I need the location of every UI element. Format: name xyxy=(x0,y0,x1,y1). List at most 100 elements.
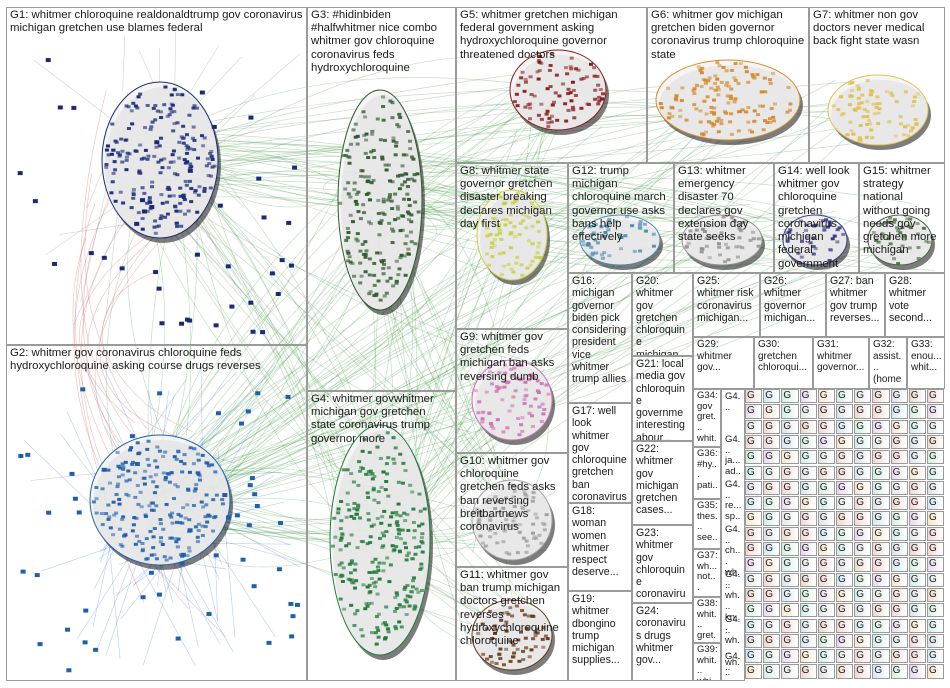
node xyxy=(100,523,105,527)
node xyxy=(381,95,386,99)
node xyxy=(738,223,743,227)
node xyxy=(352,188,357,192)
edge-green xyxy=(408,252,702,523)
node xyxy=(367,450,372,454)
node xyxy=(412,607,417,611)
node xyxy=(394,536,399,540)
node xyxy=(547,68,552,72)
node xyxy=(804,223,809,227)
micro-group-cell: G xyxy=(854,450,872,465)
node xyxy=(353,612,358,616)
node xyxy=(388,179,393,183)
node xyxy=(528,106,533,110)
node xyxy=(526,509,531,513)
node xyxy=(490,241,495,245)
node xyxy=(367,220,372,224)
node xyxy=(359,465,364,469)
node xyxy=(376,279,381,283)
node xyxy=(744,70,749,74)
node xyxy=(506,262,511,266)
node xyxy=(123,138,128,142)
node xyxy=(382,212,387,216)
node xyxy=(715,85,720,89)
node xyxy=(530,499,535,503)
outer-node xyxy=(25,452,31,457)
node xyxy=(522,89,527,93)
node xyxy=(188,446,193,450)
node xyxy=(519,423,524,427)
node xyxy=(926,240,931,244)
node xyxy=(519,76,524,80)
node xyxy=(178,186,183,190)
node xyxy=(366,602,371,606)
node xyxy=(396,216,401,220)
node xyxy=(619,247,624,251)
node xyxy=(488,515,493,519)
node xyxy=(494,662,499,666)
node xyxy=(707,235,712,239)
node xyxy=(530,205,535,209)
node xyxy=(332,516,337,520)
node xyxy=(743,65,748,69)
micro-group-cell: G xyxy=(836,618,854,633)
node xyxy=(548,85,553,89)
node xyxy=(402,180,407,184)
node xyxy=(597,99,602,103)
node xyxy=(522,397,527,401)
micro-group-cell: G xyxy=(854,649,872,664)
node xyxy=(747,128,752,132)
node xyxy=(651,244,656,248)
node xyxy=(476,631,481,635)
node xyxy=(115,485,120,489)
outer-node xyxy=(187,168,193,173)
node xyxy=(364,472,369,476)
node xyxy=(152,527,157,531)
node xyxy=(157,449,162,453)
micro-group-cell: G xyxy=(799,450,817,465)
outer-node xyxy=(72,496,78,501)
outer-node xyxy=(246,523,252,528)
group-panel-g7: G7: whitmer non gov doctors never medica… xyxy=(809,7,945,163)
node xyxy=(178,209,183,213)
node xyxy=(352,181,357,185)
node xyxy=(498,647,503,651)
node xyxy=(566,87,571,91)
micro-group-cell: G xyxy=(745,511,763,526)
micro-group-cell: G xyxy=(781,587,799,603)
node xyxy=(587,225,592,229)
node xyxy=(406,528,411,532)
node xyxy=(164,503,169,507)
node xyxy=(366,518,371,522)
outer-node xyxy=(46,510,52,515)
node xyxy=(169,110,174,114)
node xyxy=(394,140,399,144)
node xyxy=(94,511,99,515)
node xyxy=(107,481,112,485)
node xyxy=(874,238,879,242)
node xyxy=(343,187,348,191)
node xyxy=(785,231,790,235)
node xyxy=(732,76,737,80)
micro-group-cell: G xyxy=(908,389,926,404)
node xyxy=(147,504,152,508)
node xyxy=(740,108,745,112)
node xyxy=(510,201,515,205)
node xyxy=(504,611,509,615)
node xyxy=(375,592,380,596)
node xyxy=(171,160,176,164)
node xyxy=(811,245,816,249)
node xyxy=(162,157,167,161)
node xyxy=(498,657,503,661)
micro-group-cell: G xyxy=(781,618,799,633)
node xyxy=(359,169,364,173)
node xyxy=(162,103,167,107)
node xyxy=(124,168,129,172)
node xyxy=(606,228,611,232)
group-panel-g18: G18: woman women whitmer respect deserve… xyxy=(568,503,632,591)
node xyxy=(772,102,777,106)
node xyxy=(135,483,140,487)
node xyxy=(154,504,159,508)
node xyxy=(758,104,763,108)
node xyxy=(353,562,358,566)
node xyxy=(380,531,385,535)
